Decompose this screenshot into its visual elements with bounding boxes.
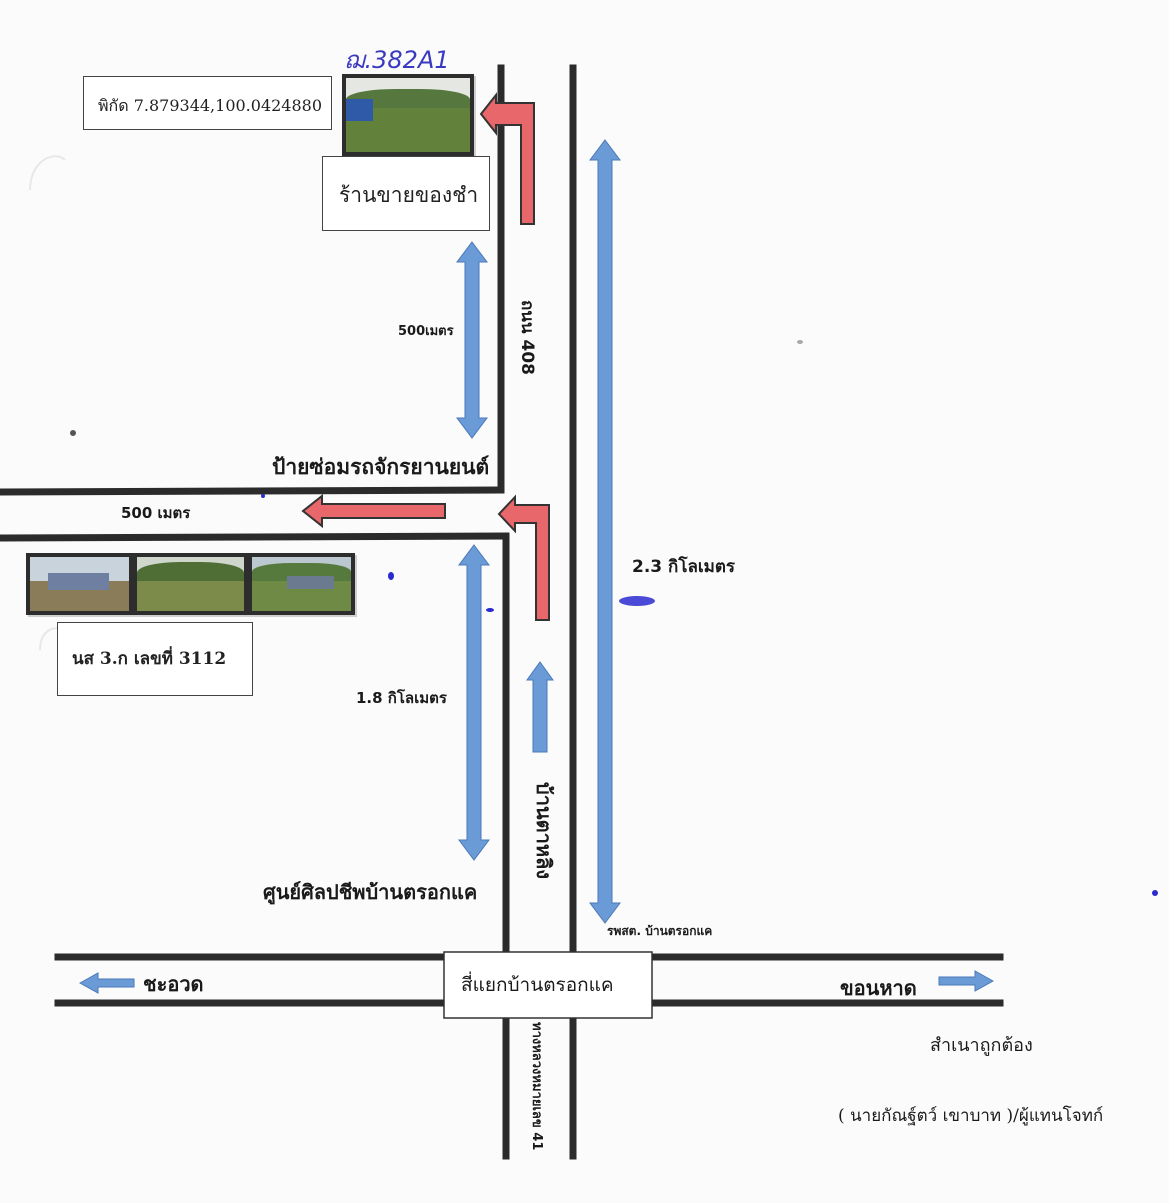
village-name: บ้านตาหลิง [532,782,556,880]
ink-specks [261,494,1158,896]
blue-double-arrow-2-3km [589,139,621,924]
coordinates-box: พิกัด 7.879344,100.0424880 [83,76,332,130]
red-arrows [301,92,550,621]
land-photo-1 [26,553,133,615]
blue-arrow-east [938,970,995,992]
shop-photo [342,74,474,156]
blue-up-arrow [526,661,554,753]
blue-double-arrow-500m [456,241,488,439]
distance-2-3km: 2.3 กิโลเมตร [632,557,736,577]
motorcycle-repair-sign: ป้ายซ่อมรถจักรยานยนต์ [272,454,490,479]
blue-arrow-west [78,972,135,994]
coordinates-text: พิกัด 7.879344,100.0424880 [98,96,323,115]
handwritten-code: ฌ.382A1 [344,46,450,74]
intersection-label: สี่แยกบ้านตรอกแค [461,974,614,996]
side-road-south-edge [0,532,510,542]
land-photo-3 [248,553,355,615]
land-title-box: นส 3.ก เลขที่ 3112 [57,622,253,696]
certified-copy: สำเนาถูกต้อง [930,1035,1033,1056]
red-left-arrow [301,493,446,529]
red-turn-arrow-middle [497,494,550,621]
land-photo-2 [133,553,248,615]
craft-center: ศูนย์ศิลปชีพบ้านตรอกแค [263,880,478,904]
distance-500m-horizontal: 500 เมตร [121,504,191,522]
road-408-label: ถนน 408 [517,300,537,375]
red-turn-arrow-top [479,92,535,225]
intersection-box [443,951,653,1019]
shop-label: ร้านขายของชำ [339,183,479,207]
shop-label-box: ร้านขายของชำ [322,156,490,231]
west-town-label: ชะอวด [143,972,204,996]
scan-marks [70,340,803,436]
hospital-label: รพสต. บ้านตรอกแค [607,924,713,938]
land-title: นส 3.ก เลขที่ 3112 [72,649,227,669]
distance-1-8km: 1.8 กิโลเมตร [356,689,447,707]
east-town-label: ขอนหาด [840,976,917,1000]
side-road-north-edge [0,486,505,496]
blue-double-arrow-1-8km [458,544,490,861]
distance-500m-vertical: 500เมตร [398,324,454,339]
highway-41-label: ทางหลวงหมายเลข 41 [529,1022,544,1151]
signature-line: ( นายกัณฐ์ตว์ เขาบาท )/ผู้แทนโจทก์ [838,1106,1104,1126]
blue-arrows [78,139,995,994]
